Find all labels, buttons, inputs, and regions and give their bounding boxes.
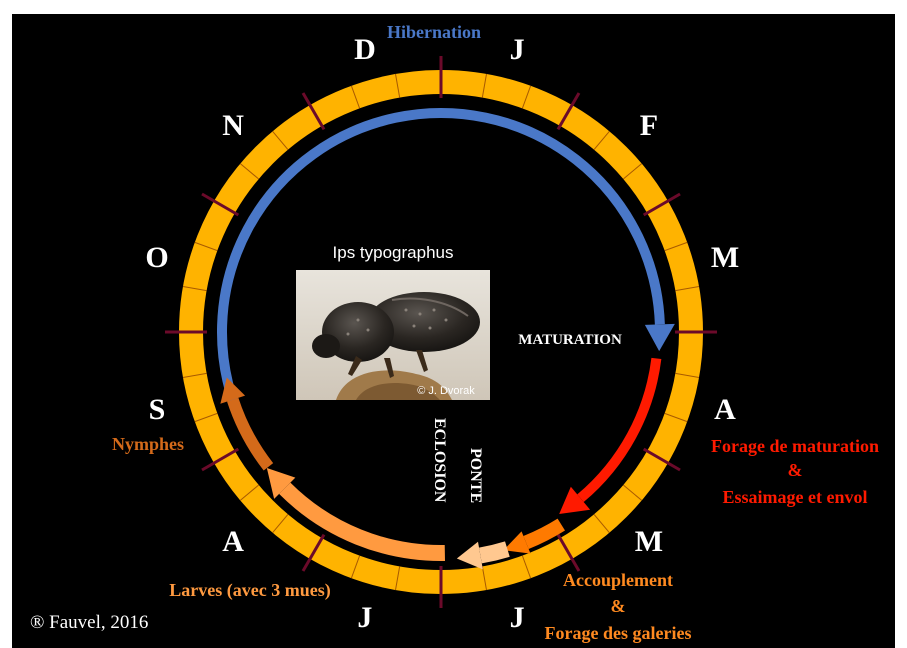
mating-arrow (526, 525, 561, 543)
month-label: J (510, 601, 525, 634)
month-label: N (222, 109, 244, 142)
larves-label: Larves (avec 3 mues) (169, 580, 330, 601)
eclosion-label: ECLOSION (431, 418, 448, 503)
ampersand-1: & (788, 460, 803, 480)
ampersand-2: & (611, 596, 626, 616)
forage-maturation-label: Forage de maturation (711, 436, 879, 456)
maturation-label: MATURATION (518, 332, 622, 348)
month-label: F (640, 109, 658, 142)
month-label: O (145, 241, 168, 274)
month-label: S (149, 393, 166, 426)
hibernation-arrow-head (645, 324, 675, 351)
beetle-illustration: © J. Dvorak (296, 270, 490, 400)
author-credit: ® Fauvel, 2016 (30, 612, 148, 634)
forage-galeries-label: Forage des galeries (545, 623, 692, 643)
month-label: A (714, 393, 736, 426)
month-label: M (635, 525, 663, 558)
ponte-arrow-head (457, 542, 483, 570)
month-label: J (357, 601, 372, 634)
nymphes-label: Nymphes (112, 434, 184, 454)
month-label: A (222, 525, 244, 558)
species-label: Ips typographus (290, 243, 496, 263)
month-label: M (711, 241, 739, 274)
month-label: D (354, 33, 376, 66)
month-label: J (510, 33, 525, 66)
ponte-arrow (480, 549, 507, 555)
essaimage-label: Essaimage et envol (723, 487, 868, 507)
beetle-photo: © J. Dvorak (296, 270, 490, 400)
accouplement-label: Accouplement (563, 570, 673, 590)
photo-credit: © J. Dvorak (417, 385, 475, 397)
hibernation-label: Hibernation (387, 22, 481, 42)
ponte-label: PONTE (467, 448, 484, 503)
